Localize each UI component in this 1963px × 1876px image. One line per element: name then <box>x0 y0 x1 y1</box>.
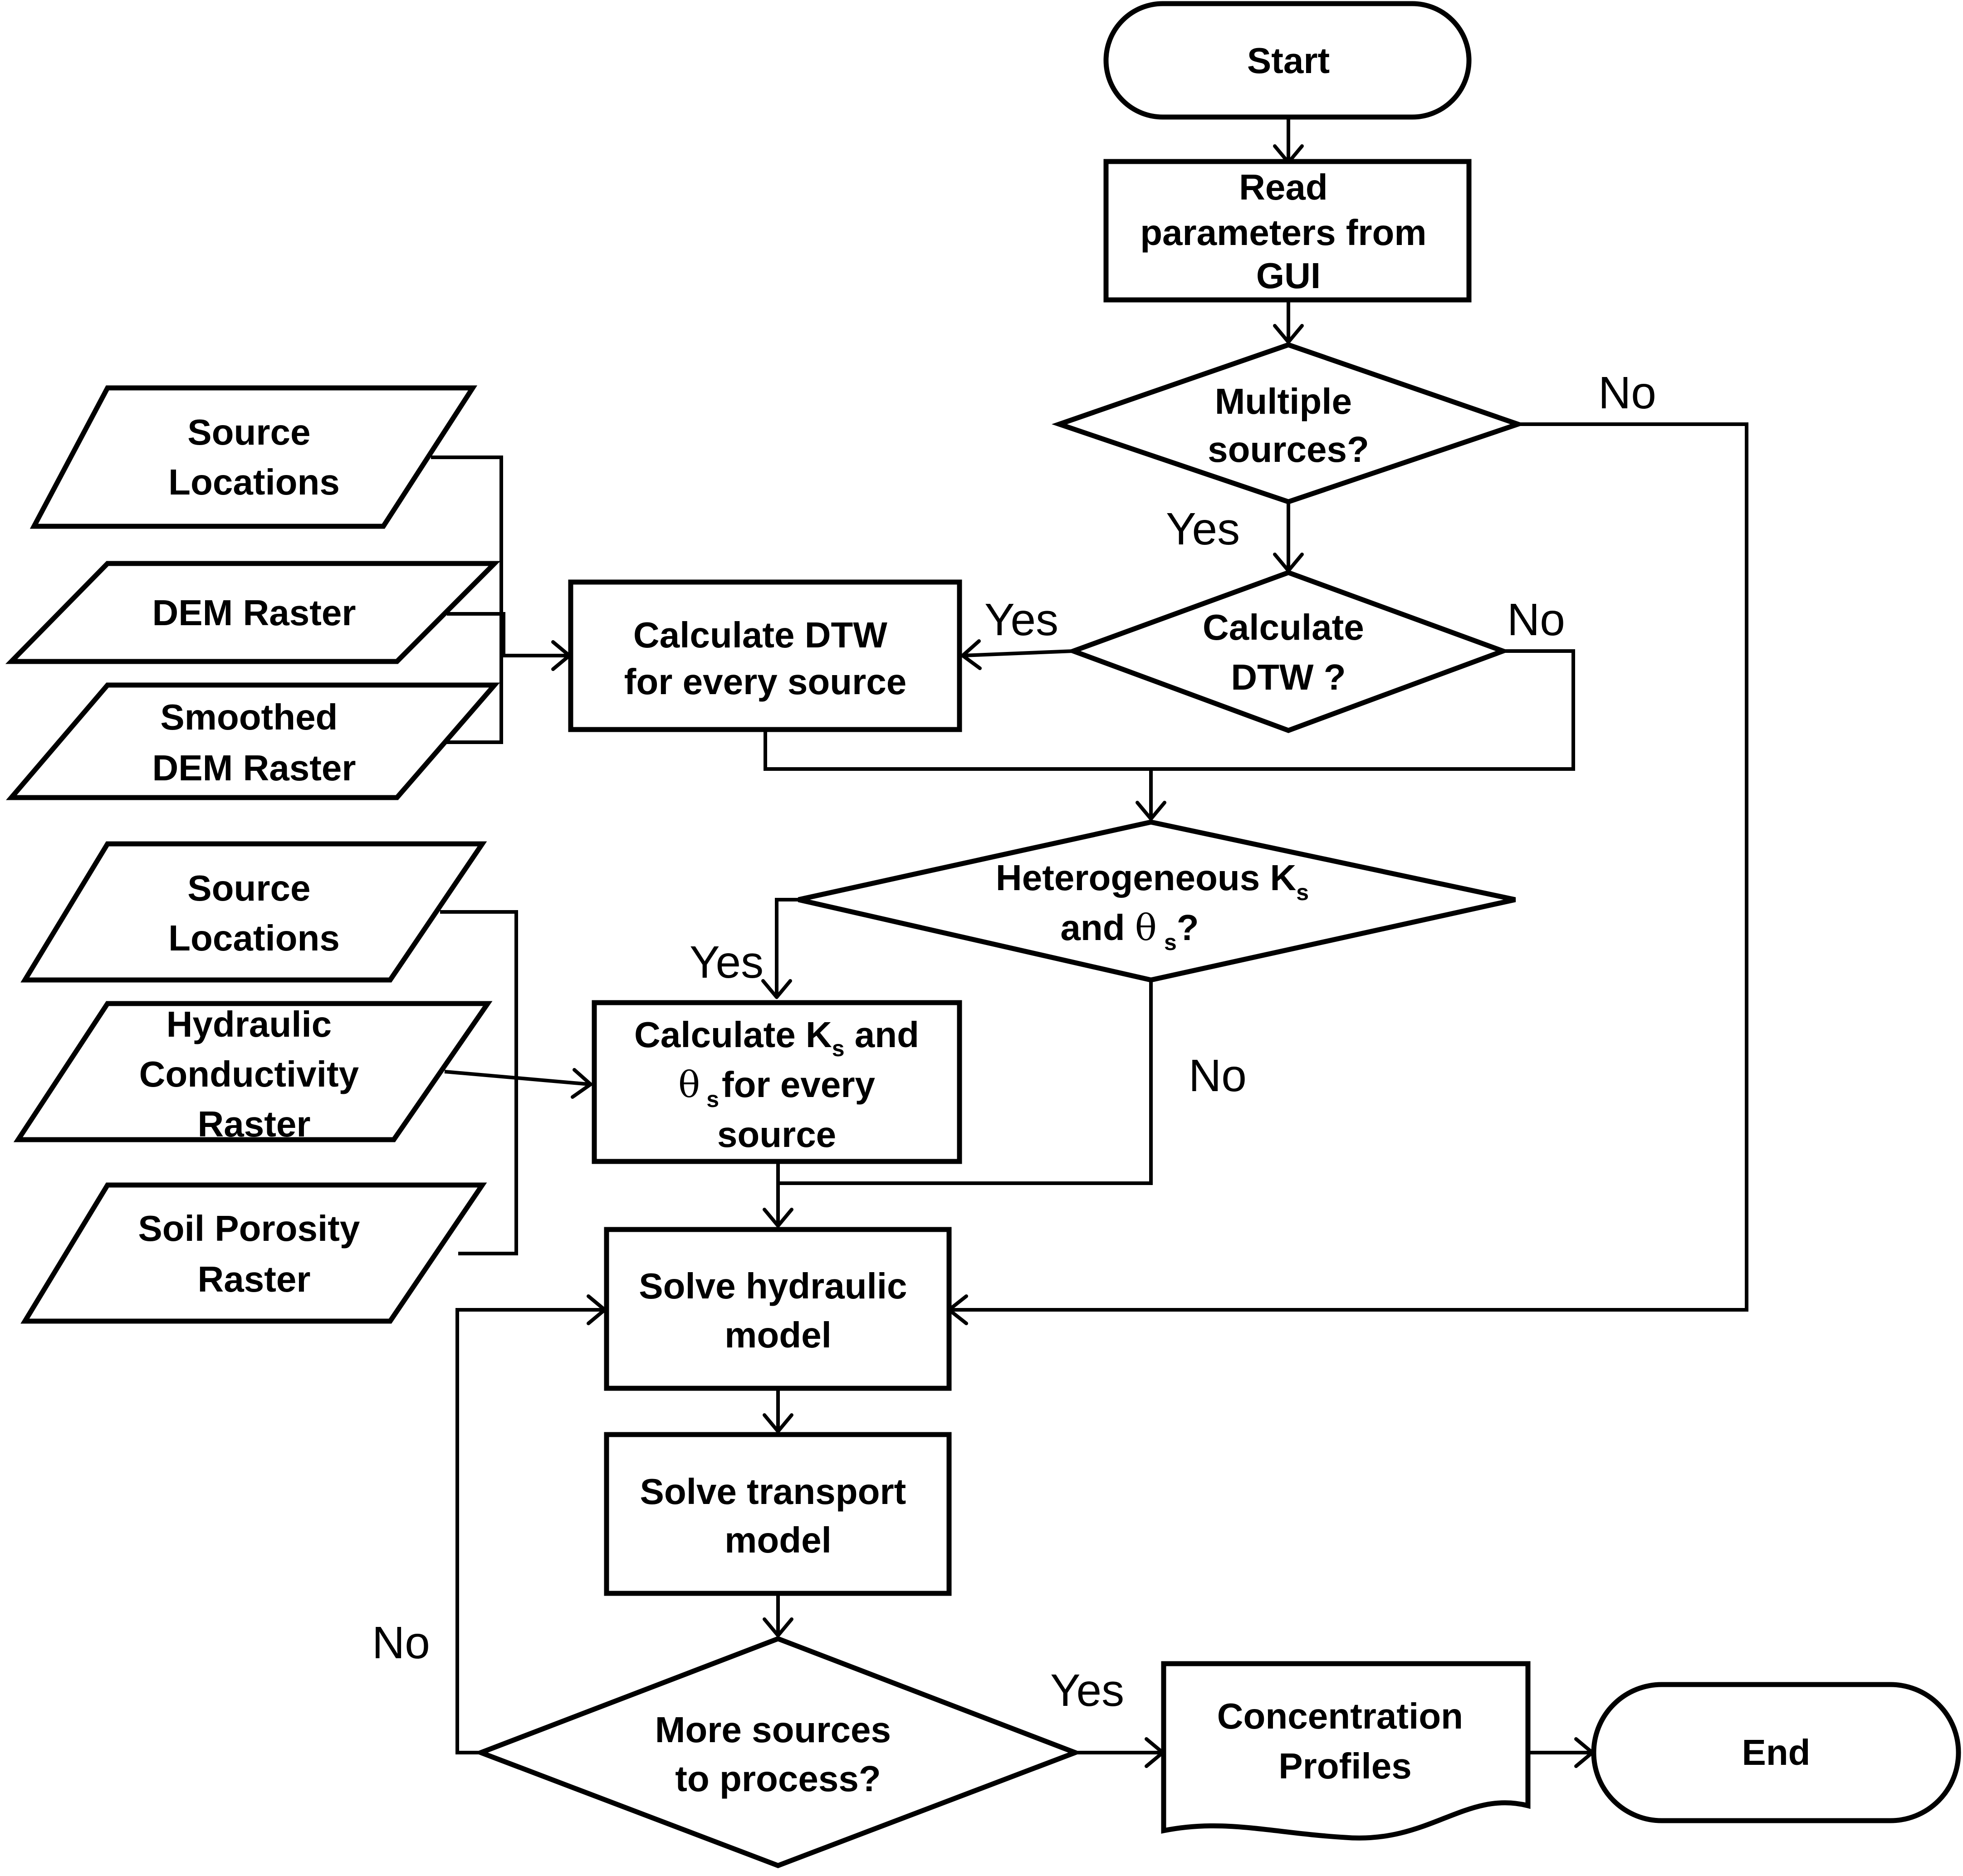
input-source-locations-1: Source Locations <box>29 385 478 529</box>
read-parameters-box: Read parameters from GUI <box>1103 159 1472 303</box>
input-source-locations-1-shape <box>29 385 478 529</box>
concentration-profiles-shape <box>1161 1661 1531 1841</box>
branch-hetero-no: No <box>1189 1050 1247 1101</box>
input-soil-porosity-shape <box>20 1182 487 1324</box>
calculate-dtw-decision: Calculate DTW ? <box>1066 570 1510 733</box>
calculate-ks-label-line3: source <box>717 1114 836 1155</box>
heterogeneous-label-line1: Heterogeneous Ks <box>996 857 1309 905</box>
branch-more-yes: Yes <box>1050 1665 1124 1716</box>
input-source-locations-2-label: Source Locations <box>168 868 340 958</box>
input-hydraulic-conductivity-raster: Hydraulic Conductivity Raster <box>13 1001 493 1144</box>
input-hydraulic-conductivity-shape <box>13 1001 493 1142</box>
input-soil-porosity-label: Soil Porosity Raster <box>138 1208 370 1299</box>
branch-hetero-yes: Yes <box>690 937 764 988</box>
calculate-ks-label-line1: Calculate Ks and <box>634 1014 919 1061</box>
calculate-dtw-shape <box>568 579 962 732</box>
input-source-locations-2-shape <box>20 841 487 983</box>
concentration-profiles-document: Concentration Profiles <box>1161 1661 1531 1841</box>
input-dem-raster-label: DEM Raster <box>152 593 356 633</box>
more-sources-shape <box>474 1636 1082 1868</box>
branch-multiple-no: No <box>1598 367 1656 418</box>
end-terminal: End <box>1591 1682 1961 1823</box>
arrowhead <box>571 1068 592 1099</box>
read-parameters-shape <box>1103 159 1472 303</box>
end-label: End <box>1742 1732 1810 1773</box>
edge-dtw-process-hetero <box>764 731 1153 819</box>
edge-dtw-no <box>1151 649 1575 771</box>
calculate-dtw-decision-shape <box>1066 570 1510 733</box>
edge-hetero-yes <box>775 898 798 997</box>
edge-input-group-2 <box>440 910 518 1255</box>
start-terminal: Start <box>1103 1 1472 120</box>
arrowhead <box>763 1617 793 1637</box>
input-dem-raster: DEM Raster <box>5 561 501 664</box>
calculate-dtw-label: Calculate DTW for every source <box>624 615 907 702</box>
heterogeneous-shape <box>798 819 1516 983</box>
edge-multiple-no <box>949 422 1748 1312</box>
edge-hetero-no <box>778 980 1153 1185</box>
connectors <box>431 117 1748 1768</box>
more-sources-decision: More sources to process? <box>474 1636 1082 1868</box>
branch-dtw-no: No <box>1507 594 1565 645</box>
branch-multiple-yes: Yes <box>1166 504 1240 554</box>
input-hydraulic-conductivity-label: Hydraulic Conductivity Raster <box>139 1004 369 1144</box>
edge-dtw-yes <box>962 649 1074 657</box>
edge-hydraulic-raster <box>444 1070 590 1086</box>
multiple-sources-shape <box>1052 342 1526 505</box>
solve-transport-label: Solve transport model <box>640 1471 916 1560</box>
arrowhead <box>763 1208 793 1228</box>
input-smoothed-dem-raster: Smoothed DEM Raster <box>6 682 500 800</box>
more-sources-label: More sources to process? <box>655 1709 901 1799</box>
solve-transport-box: Solve transport model <box>604 1432 952 1596</box>
input-source-locations-2: Source Locations <box>20 841 487 983</box>
arrowhead <box>961 639 982 670</box>
branch-labels: No Yes Yes No Yes No No Yes <box>372 367 1656 1716</box>
multiple-sources-label: Multiple sources? <box>1208 381 1369 470</box>
solve-hydraulic-box: Solve hydraulic model <box>604 1227 952 1391</box>
concentration-profiles-label: Concentration Profiles <box>1217 1696 1473 1786</box>
end-shape <box>1591 1682 1961 1823</box>
start-label: Start <box>1247 40 1330 81</box>
input-soil-porosity-raster: Soil Porosity Raster <box>20 1182 487 1324</box>
branch-dtw-yes: Yes <box>984 594 1058 645</box>
calculate-dtw-decision-label: Calculate DTW ? <box>1203 607 1374 697</box>
branch-more-no: No <box>372 1617 430 1668</box>
input-smoothed-dem-raster-label: Smoothed DEM Raster <box>152 697 356 788</box>
arrowhead <box>1136 801 1166 821</box>
read-parameters-label: Read parameters from GUI <box>1140 167 1437 296</box>
input-dem-raster-shape <box>5 561 501 664</box>
arrowhead <box>1273 324 1304 344</box>
input-smoothed-dem-raster-shape <box>6 682 500 800</box>
start-shape <box>1103 1 1472 120</box>
calculate-ks-shape <box>592 1000 962 1164</box>
solve-transport-shape <box>604 1432 952 1596</box>
solve-hydraulic-label: Solve hydraulic model <box>639 1266 917 1355</box>
calculate-dtw-box: Calculate DTW for every source <box>568 579 962 732</box>
multiple-sources-decision: Multiple sources? <box>1052 342 1526 505</box>
edge-input-group-1 <box>431 456 503 744</box>
arrowhead <box>761 979 792 999</box>
arrowhead <box>763 1413 793 1433</box>
edge-more-no <box>455 1308 605 1754</box>
edge-dem-to-bracket <box>447 612 569 657</box>
input-source-locations-1-label: Source Locations <box>168 412 340 502</box>
solve-hydraulic-shape <box>604 1227 952 1391</box>
